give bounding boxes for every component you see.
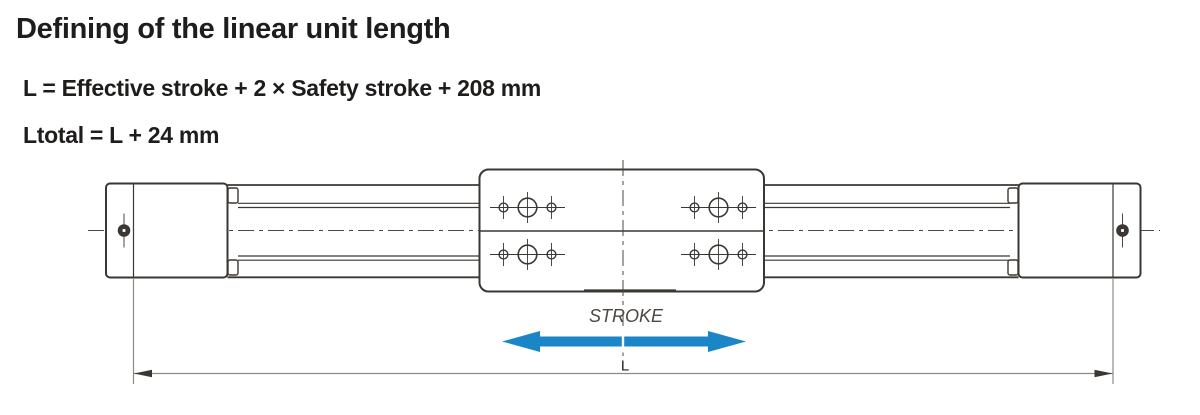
left-end-block-body [105,182,229,279]
mount-hole-small [689,202,700,213]
left-shaft-center-mark [122,229,126,232]
mount-hole-small [498,249,509,260]
mount-hole-small [689,249,700,260]
dimension-label: L [621,358,629,375]
formula-length: L = Effective stroke + 2 × Safety stroke… [23,75,541,101]
rail-clamp-tab [227,259,239,276]
mount-hole-small [546,202,557,213]
right-end-block [1017,182,1142,279]
mount-hole-small [546,249,557,260]
mount-hole-small [737,202,748,213]
dimension-arrowhead-right [1094,369,1113,378]
hole-group [490,239,565,270]
dimension-arrowhead-left [134,369,152,378]
stroke-label: STROKE [589,306,664,326]
page-title: Defining of the linear unit length [16,13,451,45]
carriage [478,168,765,293]
rail-clamp-tab [227,187,239,204]
mount-hole-large [708,244,729,265]
rail-clamp-tab [1007,187,1019,204]
mount-hole-large [517,197,538,218]
left-end-block [105,182,229,279]
formula-total-length: Ltotal = L + 24 mm [23,122,220,148]
mount-hole-large [708,197,729,218]
hole-group [490,192,565,223]
hole-group [681,192,756,223]
hole-group [681,239,756,270]
right-shaft-center-mark [1121,229,1124,232]
rail-clamp-tab [1007,259,1019,276]
mount-hole-small [737,249,748,260]
mount-hole-small [498,202,509,213]
mount-hole-large [517,244,538,265]
dimension-L: L [132,279,1114,384]
right-end-block-body [1017,182,1142,279]
